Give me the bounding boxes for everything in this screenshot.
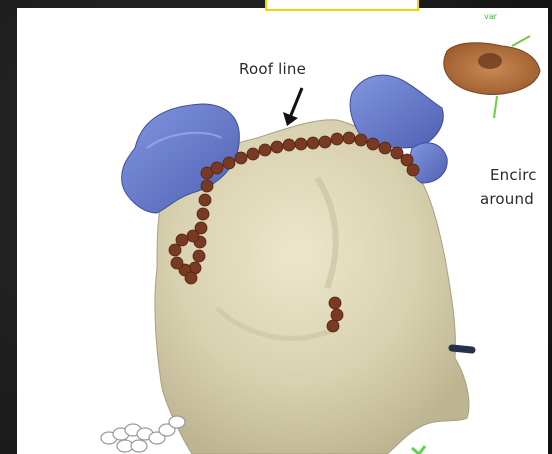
corner-tag: var xyxy=(484,12,497,21)
image-panel: Roof line Encirc around var xyxy=(17,8,548,454)
encircle-label-line1: Encirc xyxy=(490,166,537,184)
mini-anatomy xyxy=(444,36,540,118)
catheter-beads xyxy=(101,416,185,452)
catheter-tip xyxy=(452,348,472,350)
title-highlight-box xyxy=(265,0,419,11)
encircle-label-line2: around xyxy=(480,190,534,208)
green-marker xyxy=(412,446,425,454)
roof-line-label: Roof line xyxy=(239,60,306,78)
right-vein-lower xyxy=(410,143,447,183)
